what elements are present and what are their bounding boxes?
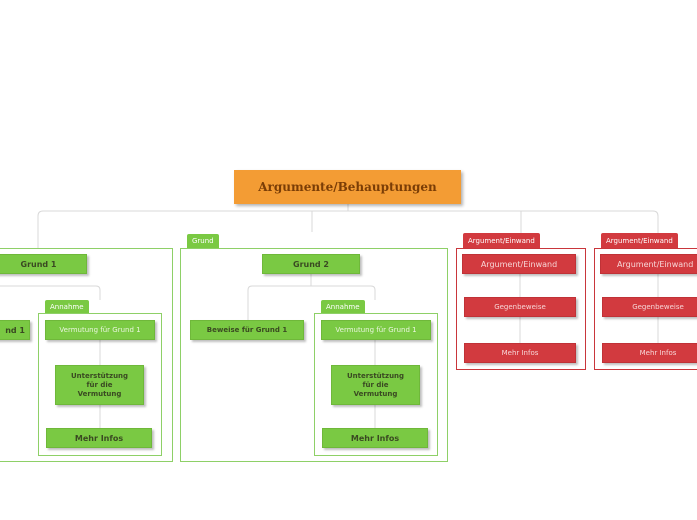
argument2-mehr-infos[interactable]: Mehr Infos (602, 343, 697, 363)
argument1-tag: Argument/Einwand (463, 233, 540, 248)
grund1-container (0, 248, 173, 462)
grund1-title[interactable]: Grund 1 (0, 254, 87, 274)
root-topic[interactable]: Argumente/Behauptungen (234, 170, 461, 204)
grund2-annahme-container (314, 313, 438, 456)
argument1-container (456, 248, 586, 370)
grund2-container (180, 248, 448, 462)
grund1-sub-node[interactable]: nd 1 (0, 320, 30, 340)
grund1-annahme-tag: Annahme (45, 300, 89, 313)
argument2-title[interactable]: Argument/Einwand (600, 254, 697, 274)
grund2-title[interactable]: Grund 2 (262, 254, 360, 274)
grund2-vermutung[interactable]: Vermutung für Grund 1 (321, 320, 431, 340)
grund2-mehr-infos[interactable]: Mehr Infos (322, 428, 428, 448)
grund2-tag: Grund (187, 234, 219, 248)
argument2-tag: Argument/Einwand (601, 233, 678, 248)
grund1-annahme-container (38, 313, 162, 456)
grund2-beweise[interactable]: Beweise für Grund 1 (190, 320, 304, 340)
argument2-container (594, 248, 697, 370)
grund1-mehr-infos[interactable]: Mehr Infos (46, 428, 152, 448)
grund2-annahme-tag: Annahme (321, 300, 365, 313)
argument1-mehr-infos[interactable]: Mehr Infos (464, 343, 576, 363)
grund1-unterstuetzung[interactable]: Unterstützung für die Vermutung (55, 365, 144, 405)
argument1-gegenbeweise[interactable]: Gegenbeweise (464, 297, 576, 317)
grund2-unterstuetzung[interactable]: Unterstützung für die Vermutung (331, 365, 420, 405)
argument2-gegenbeweise[interactable]: Gegenbeweise (602, 297, 697, 317)
grund1-vermutung[interactable]: Vermutung für Grund 1 (45, 320, 155, 340)
argument1-title[interactable]: Argument/Einwand (462, 254, 576, 274)
